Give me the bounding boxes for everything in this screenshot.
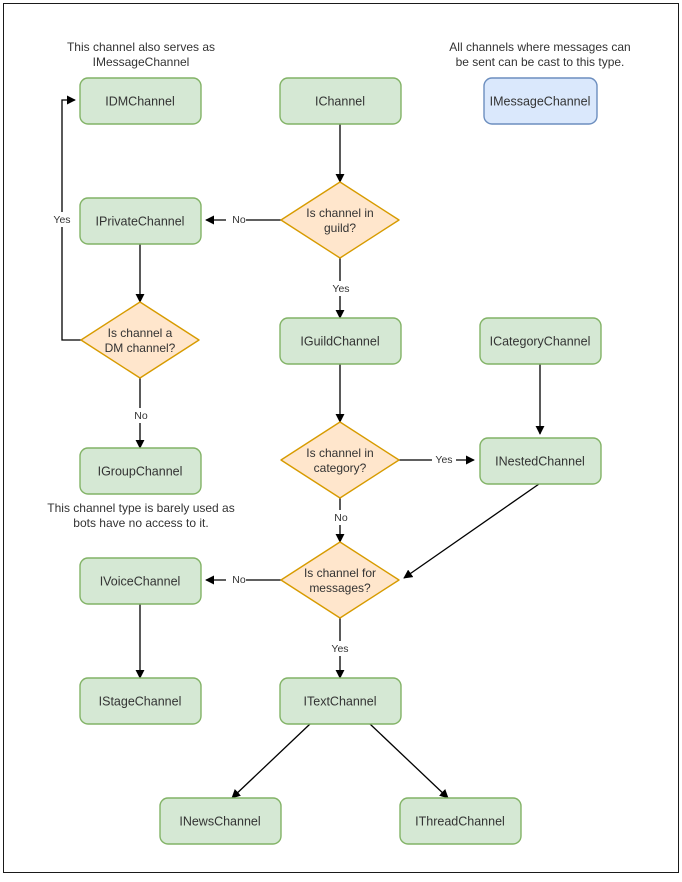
decision-label-line2: messages? xyxy=(309,581,371,595)
edge-label-dm-no: No xyxy=(134,410,148,422)
node-shape-box[interactable] xyxy=(483,77,598,125)
node-shape-box[interactable] xyxy=(279,317,402,365)
edge-label-bg xyxy=(131,408,151,423)
node-imessagechannel[interactable]: IMessageChannel xyxy=(483,77,598,125)
node-shape-box[interactable] xyxy=(79,677,202,725)
note-line-2: be sent can be cast to this type. xyxy=(456,55,625,69)
edge-label-bg xyxy=(50,212,74,227)
edge-itextchannel-to-ithreadchannel xyxy=(369,723,449,799)
node-label: IChannel xyxy=(315,94,365,108)
node-itextchannel[interactable]: ITextChannel xyxy=(279,677,402,725)
node-iguildchannel[interactable]: IGuildChannel xyxy=(279,317,402,365)
node-label: IMessageChannel xyxy=(490,94,591,108)
note-line-1: All channels where messages can xyxy=(449,40,630,54)
node-shape-box[interactable] xyxy=(79,197,202,245)
note-line-2: IMessageChannel xyxy=(93,55,190,69)
decision-label-line2: DM channel? xyxy=(105,341,176,355)
node-label: IDMChannel xyxy=(105,94,174,108)
node-label: ICategoryChannel xyxy=(490,334,591,348)
edge-itextchannel-to-inewschannel xyxy=(231,723,311,799)
note-message-channel: All channels where messages can be sent … xyxy=(449,40,630,69)
decision-in-guild[interactable]: Is channel in guild? xyxy=(280,181,400,259)
decision-for-messages[interactable]: Is channel for messages? xyxy=(280,541,400,619)
node-label: IStageChannel xyxy=(99,694,182,708)
edge-label-messages-no: No xyxy=(232,574,246,586)
node-shape-diamond[interactable] xyxy=(280,421,400,499)
note-line-1: This channel type is barely used as xyxy=(47,501,234,515)
node-iprivatechannel[interactable]: IPrivateChannel xyxy=(79,197,202,245)
node-shape-box[interactable] xyxy=(79,557,202,605)
node-ithreadchannel[interactable]: IThreadChannel xyxy=(399,797,522,845)
node-idmchannel[interactable]: IDMChannel xyxy=(79,77,202,125)
note-group-channel: This channel type is barely used as bots… xyxy=(47,501,234,530)
edge-label-category-yes: Yes xyxy=(435,454,452,466)
node-shape-box[interactable] xyxy=(399,797,522,845)
node-label: IGroupChannel xyxy=(98,464,183,478)
decision-is-dm[interactable]: Is channel a DM channel? xyxy=(80,301,200,379)
note-line-2: bots have no access to it. xyxy=(73,516,208,530)
node-shape-diamond[interactable] xyxy=(280,541,400,619)
edge-label-bg xyxy=(331,510,351,525)
node-label: IThreadChannel xyxy=(415,814,505,828)
edge-label-guild-no: No xyxy=(232,214,246,226)
node-shape-box[interactable] xyxy=(279,77,402,125)
node-shape-box[interactable] xyxy=(79,77,202,125)
edge-label-bg xyxy=(226,572,246,587)
note-line-1: This channel also serves as xyxy=(67,40,215,54)
node-label: IGuildChannel xyxy=(300,334,379,348)
node-label: INestedChannel xyxy=(495,454,585,468)
node-istagechannel[interactable]: IStageChannel xyxy=(79,677,202,725)
node-ivoicechannel[interactable]: IVoiceChannel xyxy=(79,557,202,605)
node-icategorychannel[interactable]: ICategoryChannel xyxy=(479,317,602,365)
decision-in-category[interactable]: Is channel in category? xyxy=(280,421,400,499)
node-shape-box[interactable] xyxy=(159,797,282,845)
node-shape-diamond[interactable] xyxy=(80,301,200,379)
node-shape-box[interactable] xyxy=(479,317,602,365)
node-ichannel[interactable]: IChannel xyxy=(279,77,402,125)
decision-label-line2: category? xyxy=(314,461,367,475)
node-inestedchannel[interactable]: INestedChannel xyxy=(479,437,602,485)
edge-label-bg xyxy=(432,452,456,467)
note-dm-channel: This channel also serves as IMessageChan… xyxy=(67,40,215,69)
edge-label-bg xyxy=(329,641,351,656)
edge-label-bg xyxy=(226,212,246,227)
node-label: ITextChannel xyxy=(304,694,377,708)
decision-label-line1: Is channel for xyxy=(304,566,376,580)
node-shape-box[interactable] xyxy=(79,447,202,495)
edge-label-guild-yes: Yes xyxy=(332,283,349,295)
node-shape-box[interactable] xyxy=(279,677,402,725)
decision-label-line1: Is channel in xyxy=(306,446,373,460)
node-shape-diamond[interactable] xyxy=(280,181,400,259)
decision-label-line2: guild? xyxy=(324,221,356,235)
edge-label-bg xyxy=(330,281,352,296)
node-label: IVoiceChannel xyxy=(100,574,181,588)
edge-inestedchannel-to-for-messages xyxy=(403,483,540,579)
node-shape-box[interactable] xyxy=(479,437,602,485)
edge-label-messages-yes: Yes xyxy=(331,643,348,655)
edge-label-category-no: No xyxy=(334,512,348,524)
node-label: IPrivateChannel xyxy=(96,214,185,228)
edge-label-dm-yes: Yes xyxy=(53,214,70,226)
node-label: INewsChannel xyxy=(179,814,260,828)
node-igroupchannel[interactable]: IGroupChannel xyxy=(79,447,202,495)
decision-label-line1: Is channel in xyxy=(306,206,373,220)
node-inewschannel[interactable]: INewsChannel xyxy=(159,797,282,845)
decision-label-line1: Is channel a xyxy=(108,326,173,340)
